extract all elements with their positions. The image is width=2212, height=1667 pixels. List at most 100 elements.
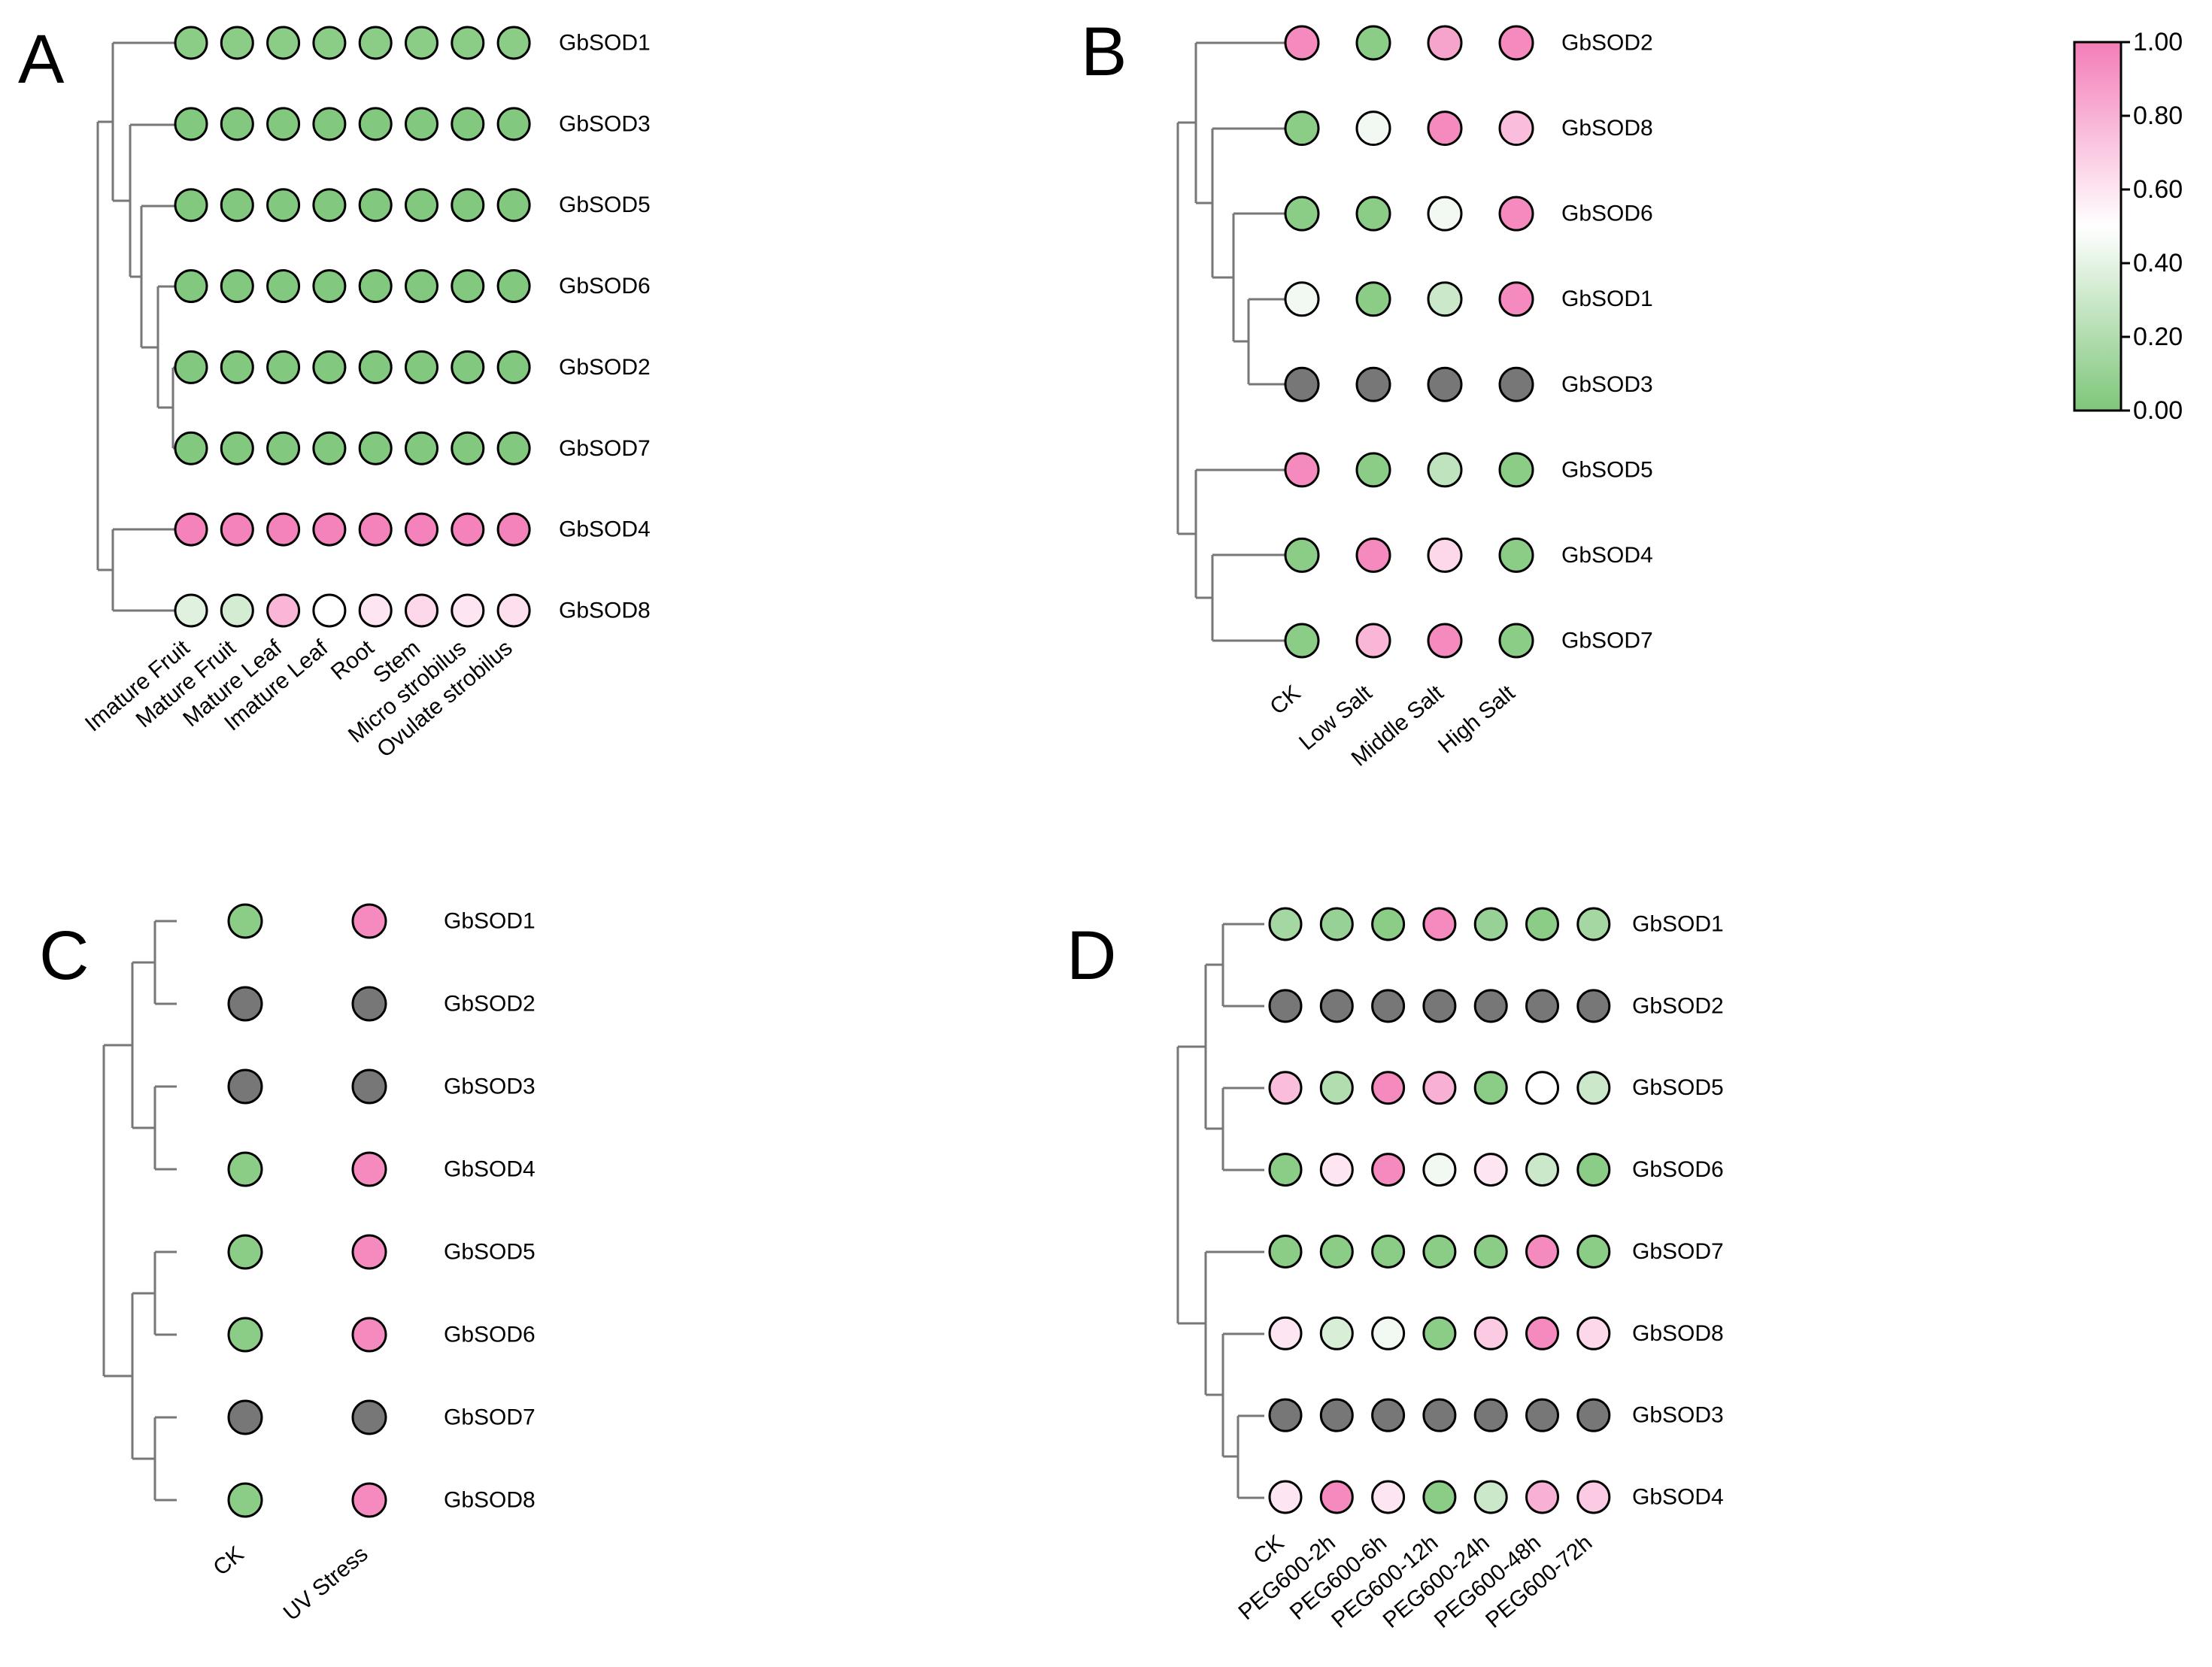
panel-a-cell-gbsod1-1 (220, 26, 254, 60)
panel-b-cell-gbsod6-2 (1427, 195, 1463, 232)
panel-d-cell-gbsod5-5 (1525, 1071, 1559, 1105)
panel-b-row-label: GbSOD2 (1561, 31, 1653, 56)
panel-d-cell-gbsod4-1 (1319, 1480, 1354, 1514)
panel-d-cell-gbsod2-5 (1525, 989, 1559, 1023)
panel-c-cell-gbsod8-1 (351, 1482, 387, 1518)
panel-b-cell-gbsod2-0 (1284, 25, 1320, 61)
panel-a-row-label: GbSOD2 (559, 355, 651, 380)
panel-letter-c: C (39, 917, 89, 994)
panel-b-cell-gbsod6-3 (1498, 195, 1534, 232)
panel-c-row-label: GbSOD4 (444, 1157, 536, 1182)
panel-d-cell-gbsod2-3 (1422, 989, 1457, 1023)
panel-a-cell-gbsod8-2 (266, 593, 301, 628)
panel-b-heatmap: GbSOD2GbSOD8GbSOD6GbSOD1GbSOD3GbSOD5GbSO… (1176, 25, 1653, 771)
panel-b-cell-gbsod7-2 (1427, 623, 1463, 659)
panel-a-cell-gbsod5-0 (174, 188, 208, 223)
panel-b-dendrogram (1176, 41, 1302, 642)
panel-d-row-label: GbSOD1 (1632, 912, 1724, 937)
panel-b-cell-gbsod7-1 (1355, 623, 1391, 659)
panel-b-row-label: GbSOD8 (1561, 116, 1653, 141)
panel-c-cell-gbsod3-1 (351, 1068, 387, 1105)
panel-d-cell-gbsod8-2 (1371, 1316, 1406, 1350)
panel-a-cell-gbsod4-5 (405, 512, 438, 547)
panel-d-row-label: GbSOD8 (1632, 1321, 1724, 1346)
colorbar: 1.000.800.600.400.200.00 (2073, 28, 2183, 425)
panel-d-row-label: GbSOD5 (1632, 1075, 1724, 1100)
panel-a-row-label: GbSOD8 (559, 598, 651, 623)
panel-c-cell-gbsod2-0 (227, 986, 263, 1022)
panel-b-row-label: GbSOD4 (1561, 543, 1653, 568)
panel-a-cell-gbsod3-4 (358, 107, 393, 141)
panel-b-row-label: GbSOD6 (1561, 202, 1653, 226)
panel-a-row-labels: GbSOD1GbSOD3GbSOD5GbSOD6GbSOD2GbSOD7GbSO… (559, 31, 651, 623)
panel-d-cell-gbsod6-6 (1576, 1153, 1611, 1187)
panel-a-row-label: GbSOD6 (559, 274, 651, 299)
panel-c-cell-gbsod7-1 (351, 1399, 387, 1435)
panel-b-cell-gbsod2-3 (1498, 25, 1534, 61)
panel-a-cell-gbsod3-0 (174, 107, 208, 141)
panel-a-cell-gbsod4-3 (312, 512, 347, 547)
panel-d-row-label: GbSOD7 (1632, 1239, 1724, 1264)
panel-d-cell-gbsod5-3 (1422, 1071, 1457, 1105)
panel-d-cell-gbsod1-0 (1268, 907, 1303, 941)
panel-b-cell-gbsod8-2 (1427, 111, 1463, 147)
colorbar-tick-label: 0.20 (2133, 323, 2183, 351)
panel-d-cell-gbsod2-4 (1473, 989, 1508, 1023)
panel-a-cell-gbsod5-6 (451, 188, 485, 223)
panel-b-column-label: High Salt (1434, 680, 1520, 759)
panel-d-cell-gbsod7-4 (1473, 1234, 1508, 1268)
panel-c-cell-gbsod1-0 (227, 903, 263, 939)
panel-d-cell-gbsod4-4 (1473, 1480, 1508, 1514)
panel-d-cell-gbsod1-5 (1525, 907, 1559, 941)
panel-d-cell-gbsod8-6 (1576, 1316, 1611, 1350)
panel-d-row-label: GbSOD3 (1632, 1403, 1724, 1428)
panel-d-cell-gbsod6-1 (1319, 1153, 1354, 1187)
panel-d-cell-gbsod5-0 (1268, 1071, 1303, 1105)
panel-c-cell-gbsod4-1 (351, 1151, 387, 1187)
panel-b-cell-gbsod5-2 (1427, 452, 1463, 488)
panel-b-cell-gbsod3-1 (1355, 366, 1391, 402)
panel-b-row-label: GbSOD5 (1561, 457, 1653, 482)
colorbar-tick-label: 0.60 (2133, 175, 2183, 204)
panel-a-cell-gbsod6-5 (405, 269, 438, 304)
panel-a-heatmap: GbSOD1GbSOD3GbSOD5GbSOD6GbSOD2GbSOD7GbSO… (80, 26, 651, 762)
panel-a-cell-gbsod1-7 (496, 26, 531, 60)
panel-d-cell-gbsod8-5 (1525, 1316, 1559, 1350)
panel-a-cell-gbsod2-7 (496, 350, 531, 384)
panel-a-cell-gbsod3-1 (220, 107, 254, 141)
panel-a-cell-gbsod5-5 (405, 188, 438, 223)
panel-d-cell-gbsod3-3 (1422, 1398, 1457, 1432)
panel-a-cell-gbsod6-6 (451, 269, 485, 304)
panel-b-cell-gbsod3-3 (1498, 366, 1534, 402)
panel-d-cell-gbsod7-1 (1319, 1234, 1354, 1268)
panel-a-cell-gbsod7-5 (405, 431, 438, 465)
panel-b-cell-gbsod8-1 (1355, 111, 1391, 147)
panel-d-dendrogram (1176, 923, 1264, 1499)
panel-c-dendrogram (102, 920, 177, 1502)
panel-a-cell-gbsod3-6 (451, 107, 485, 141)
panel-b-cell-gbsod5-3 (1498, 452, 1534, 488)
panel-d-row-labels: GbSOD1GbSOD2GbSOD5GbSOD6GbSOD7GbSOD8GbSO… (1632, 912, 1724, 1510)
panel-a-row-label: GbSOD5 (559, 192, 651, 217)
panel-a-cell-gbsod6-1 (220, 269, 254, 304)
panel-d-row-label: GbSOD4 (1632, 1485, 1724, 1510)
panel-b-cell-gbsod8-0 (1284, 111, 1320, 147)
panel-c-cell-gbsod6-0 (227, 1317, 263, 1353)
panel-b-cell-gbsod6-1 (1355, 195, 1391, 232)
panel-d-cell-gbsod4-6 (1576, 1480, 1611, 1514)
panel-a-cell-gbsod6-3 (312, 269, 347, 304)
panel-d-cell-gbsod8-1 (1319, 1316, 1354, 1350)
colorbar-tick-label: 0.00 (2133, 396, 2183, 425)
panel-d-column-label: CK (1249, 1530, 1288, 1569)
panel-a-row-label: GbSOD7 (559, 436, 651, 461)
panel-d-cell-gbsod7-3 (1422, 1234, 1457, 1268)
panel-d-cell-gbsod5-6 (1576, 1071, 1611, 1105)
panel-b-row-label: GbSOD3 (1561, 372, 1653, 397)
panel-c-row-label: GbSOD8 (444, 1488, 536, 1513)
panel-d-cell-gbsod3-0 (1268, 1398, 1303, 1432)
panel-b-cell-gbsod4-3 (1498, 537, 1534, 573)
panel-a-cell-gbsod4-0 (174, 512, 208, 547)
panel-d-cell-gbsod6-4 (1473, 1153, 1508, 1187)
panel-c-cell-gbsod3-0 (227, 1068, 263, 1105)
